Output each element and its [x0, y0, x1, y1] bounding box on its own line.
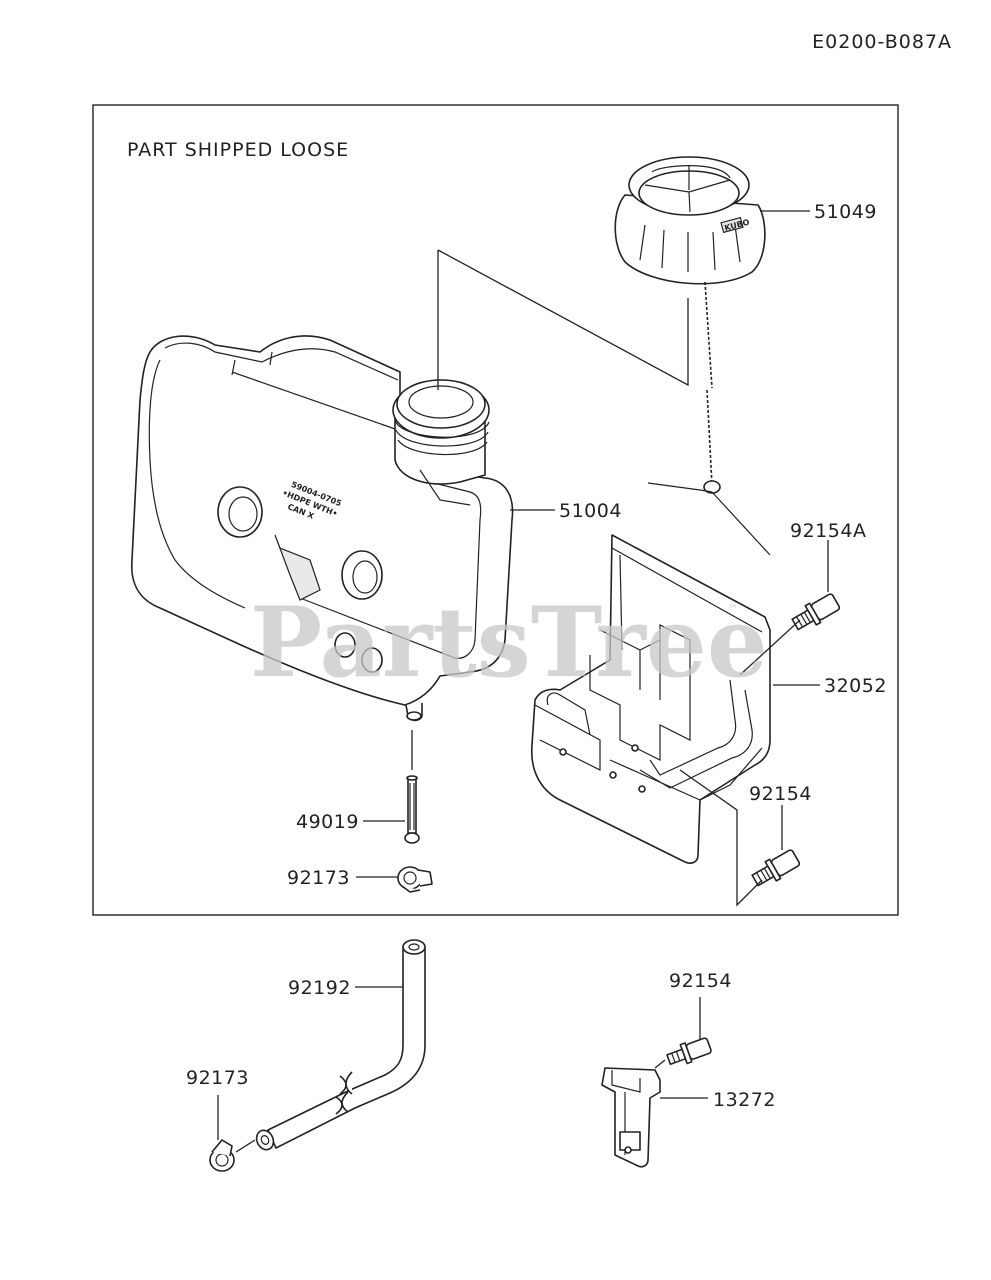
loose-parts-frame [92, 104, 899, 916]
callout-bracket[interactable]: 32052 [824, 675, 887, 697]
callout-cap[interactable]: 51049 [814, 201, 877, 223]
callout-bolt-clip[interactable]: 92154 [669, 970, 732, 992]
callout-bolt-lower[interactable]: 92154 [749, 783, 812, 805]
bolt-clip[interactable] [665, 1035, 712, 1069]
leader-line [363, 730, 413, 822]
callout-tank[interactable]: 51004 [559, 500, 622, 522]
tank-bracket[interactable] [530, 534, 771, 864]
cap-tether[interactable] [647, 281, 771, 556]
leader-line [679, 769, 783, 907]
bolt-upper[interactable] [790, 591, 842, 634]
clamp-upper[interactable] [397, 866, 433, 893]
leader-line [437, 249, 689, 390]
leader-line [654, 997, 701, 1069]
callout-hose[interactable]: 92192 [288, 977, 351, 999]
callout-fitting[interactable]: 49019 [296, 811, 359, 833]
callout-clamp-lower[interactable]: 92173 [186, 1067, 249, 1089]
hose-clip[interactable] [601, 1067, 661, 1168]
callout-clip[interactable]: 13272 [713, 1089, 776, 1111]
callout-bolt-upper[interactable]: 92154A [790, 520, 866, 542]
leader-line [217, 1095, 256, 1153]
watermark: PartsTree [250, 586, 768, 699]
callout-clamp-upper[interactable]: 92173 [287, 867, 350, 889]
bolt-lower[interactable] [750, 847, 802, 890]
leader-line [739, 540, 829, 676]
section-note: PART SHIPPED LOOSE [127, 139, 349, 161]
diagram-code: E0200-B087A [812, 31, 952, 53]
fuel-tank[interactable]: 59004-0705 •HDPE WTH• CAN X [130, 335, 514, 722]
fuel-hose[interactable] [254, 939, 426, 1152]
fuel-cap[interactable]: KUBO [614, 156, 766, 285]
clamp-lower[interactable] [209, 1139, 235, 1172]
watermark-tm: ™ [728, 604, 738, 615]
fuel-fitting[interactable] [404, 775, 420, 844]
